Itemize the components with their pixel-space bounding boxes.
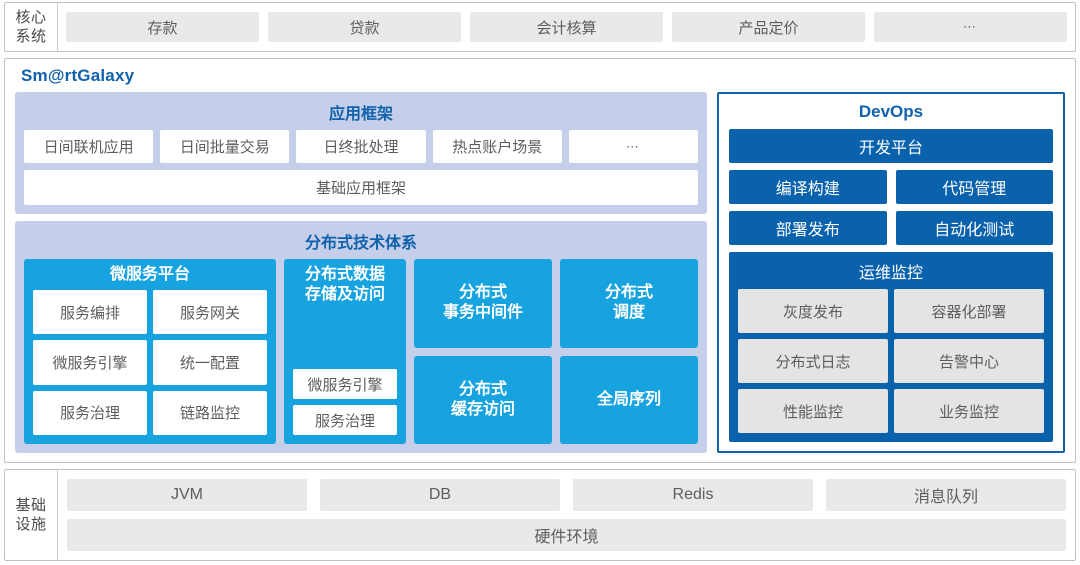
distributed-cache-access-line2: 缓存访问 — [450, 400, 515, 418]
infrastructure-label: 基础 设施 — [5, 470, 58, 560]
core-systems-panel: 核心 系统 存款 贷款 会计核算 产品定价 ⋯ — [4, 2, 1076, 52]
microservice-item[interactable]: 服务网关 — [153, 290, 267, 335]
global-sequence-line1: 全局序列 — [596, 390, 661, 408]
hardware-environment-row: 硬件环境 — [67, 519, 1066, 551]
core-systems-label-line2: 系统 — [15, 28, 47, 45]
microservice-platform-items: 服务编排 服务网关 微服务引擎 统一配置 服务治理 链路监控 — [33, 290, 267, 435]
smartgalaxy-panel: Sm@rtGalaxy 应用框架 日间联机应用 日间批量交易 日终批处理 热点账… — [4, 58, 1076, 463]
smartgalaxy-left-column: 应用框架 日间联机应用 日间批量交易 日终批处理 热点账户场景 ⋯ 基础应用框架… — [15, 92, 707, 453]
distributed-scheduling-line1: 分布式 — [604, 284, 653, 302]
distributed-data-storage-card[interactable]: 分布式数据 存储及访问 微服务引擎 服务治理 — [284, 259, 406, 444]
distributed-scheduling-line2: 调度 — [612, 304, 645, 322]
application-framework-base-row: 基础应用框架 — [24, 170, 698, 205]
app-framework-item[interactable]: 日间批量交易 — [160, 130, 290, 163]
devops-code-management-button[interactable]: 代码管理 — [895, 170, 1053, 204]
monitoring-item[interactable]: 性能监控 — [738, 389, 888, 433]
infrastructure-label-line1: 基础 — [15, 497, 47, 514]
distributed-transaction-middleware-line1: 分布式 — [458, 284, 507, 302]
devops-monitoring-items: 灰度发布 容器化部署 分布式日志 告警中心 性能监控 业务监控 — [738, 289, 1044, 433]
smartgalaxy-title: Sm@rtGalaxy — [21, 66, 135, 85]
distributed-card-column-2: 分布式 调度 全局序列 — [560, 259, 698, 444]
microservice-item[interactable]: 链路监控 — [153, 390, 267, 435]
distributed-transaction-middleware-line2: 事务中间件 — [442, 304, 523, 322]
distributed-data-storage-items: 微服务引擎 服务治理 — [293, 310, 397, 435]
hardware-environment[interactable]: 硬件环境 — [67, 519, 1066, 551]
app-framework-item[interactable]: 日终批处理 — [296, 130, 426, 163]
core-system-item[interactable]: 会计核算 — [470, 12, 663, 42]
monitoring-item[interactable]: 业务监控 — [894, 389, 1044, 433]
distributed-scheduling-card[interactable]: 分布式 调度 — [560, 259, 698, 348]
devops-row-2: 部署发布 自动化测试 — [729, 211, 1053, 245]
monitoring-item[interactable]: 告警中心 — [894, 339, 1044, 383]
distributed-transaction-middleware-card[interactable]: 分布式 事务中间件 — [414, 259, 552, 348]
microservice-platform-card[interactable]: 微服务平台 服务编排 服务网关 微服务引擎 统一配置 服务治理 链路监控 — [24, 259, 276, 444]
devops-row-1: 编译构建 代码管理 — [729, 170, 1053, 204]
core-systems-label: 核心 系统 — [5, 3, 58, 51]
infrastructure-item-redis[interactable]: Redis — [573, 479, 813, 511]
distributed-tech-group: 分布式技术体系 微服务平台 服务编排 服务网关 微服务引擎 统一配置 服务治理 — [15, 221, 707, 453]
global-sequence-card[interactable]: 全局序列 — [560, 355, 698, 444]
app-framework-item[interactable]: 热点账户场景 — [432, 130, 562, 163]
monitoring-item[interactable]: 灰度发布 — [738, 289, 888, 333]
devops-platform-button[interactable]: 开发平台 — [729, 129, 1053, 163]
infrastructure-panel: 基础 设施 JVM DB Redis 消息队列 硬件环境 — [4, 469, 1076, 561]
devops-body: 开发平台 编译构建 代码管理 部署发布 自动化测试 运维监控 灰度发布 容器化部… — [729, 129, 1053, 442]
distributed-data-storage-title-line2: 存储及访问 — [304, 286, 385, 303]
distributed-card-column-1: 分布式 事务中间件 分布式 缓存访问 — [414, 259, 552, 444]
infrastructure-content: JVM DB Redis 消息队列 硬件环境 — [58, 470, 1075, 560]
devops-automated-test-button[interactable]: 自动化测试 — [895, 211, 1053, 245]
microservice-item[interactable]: 微服务引擎 — [33, 340, 147, 385]
base-application-framework[interactable]: 基础应用框架 — [24, 170, 698, 205]
devops-build-button[interactable]: 编译构建 — [729, 170, 887, 204]
monitoring-item[interactable]: 容器化部署 — [894, 289, 1044, 333]
core-system-item[interactable]: 存款 — [66, 12, 259, 42]
app-framework-item-more[interactable]: ⋯ — [568, 130, 699, 163]
microservice-item[interactable]: 服务编排 — [33, 290, 147, 335]
distributed-data-storage-title: 分布式数据 存储及访问 — [293, 265, 397, 305]
core-systems-items: 存款 贷款 会计核算 产品定价 ⋯ — [58, 3, 1075, 51]
distributed-tech-title: 分布式技术体系 — [304, 235, 417, 252]
microservice-item[interactable]: 统一配置 — [153, 340, 267, 385]
infrastructure-label-line2: 设施 — [15, 516, 47, 533]
distributed-cache-access-line1: 分布式 — [458, 380, 507, 398]
devops-title: DevOps — [858, 102, 924, 121]
infrastructure-items: JVM DB Redis 消息队列 — [67, 479, 1066, 511]
infrastructure-item-message-queue[interactable]: 消息队列 — [826, 479, 1066, 511]
data-storage-item[interactable]: 微服务引擎 — [293, 369, 397, 399]
core-system-item[interactable]: 产品定价 — [672, 12, 865, 42]
devops-monitoring-group: 运维监控 灰度发布 容器化部署 分布式日志 告警中心 性能监控 业务监控 — [729, 252, 1053, 442]
core-systems-label-line1: 核心 — [15, 9, 47, 26]
infrastructure-item-jvm[interactable]: JVM — [67, 479, 307, 511]
application-framework-title: 应用框架 — [328, 106, 393, 123]
distributed-data-storage-title-line1: 分布式数据 — [304, 266, 385, 283]
application-framework-items: 日间联机应用 日间批量交易 日终批处理 热点账户场景 ⋯ — [24, 130, 699, 163]
devops-monitoring-title: 运维监控 — [858, 265, 923, 282]
app-framework-item[interactable]: 日间联机应用 — [24, 130, 154, 163]
infrastructure-item-db[interactable]: DB — [320, 479, 560, 511]
core-system-item[interactable]: 贷款 — [268, 12, 461, 42]
microservice-item[interactable]: 服务治理 — [33, 390, 147, 435]
core-system-item-more[interactable]: ⋯ — [874, 12, 1067, 42]
data-storage-item[interactable]: 服务治理 — [293, 405, 397, 435]
application-framework-group: 应用框架 日间联机应用 日间批量交易 日终批处理 热点账户场景 ⋯ 基础应用框架 — [15, 92, 707, 214]
distributed-cache-access-card[interactable]: 分布式 缓存访问 — [414, 355, 552, 444]
devops-panel: DevOps 开发平台 编译构建 代码管理 部署发布 自动化测试 运维监控 — [717, 92, 1065, 453]
devops-deploy-button[interactable]: 部署发布 — [729, 211, 887, 245]
distributed-tech-columns: 微服务平台 服务编排 服务网关 微服务引擎 统一配置 服务治理 链路监控 — [24, 259, 698, 444]
monitoring-item[interactable]: 分布式日志 — [738, 339, 888, 383]
microservice-platform-title: 微服务平台 — [109, 266, 190, 283]
smartgalaxy-body: 应用框架 日间联机应用 日间批量交易 日终批处理 热点账户场景 ⋯ 基础应用框架… — [15, 92, 1065, 453]
